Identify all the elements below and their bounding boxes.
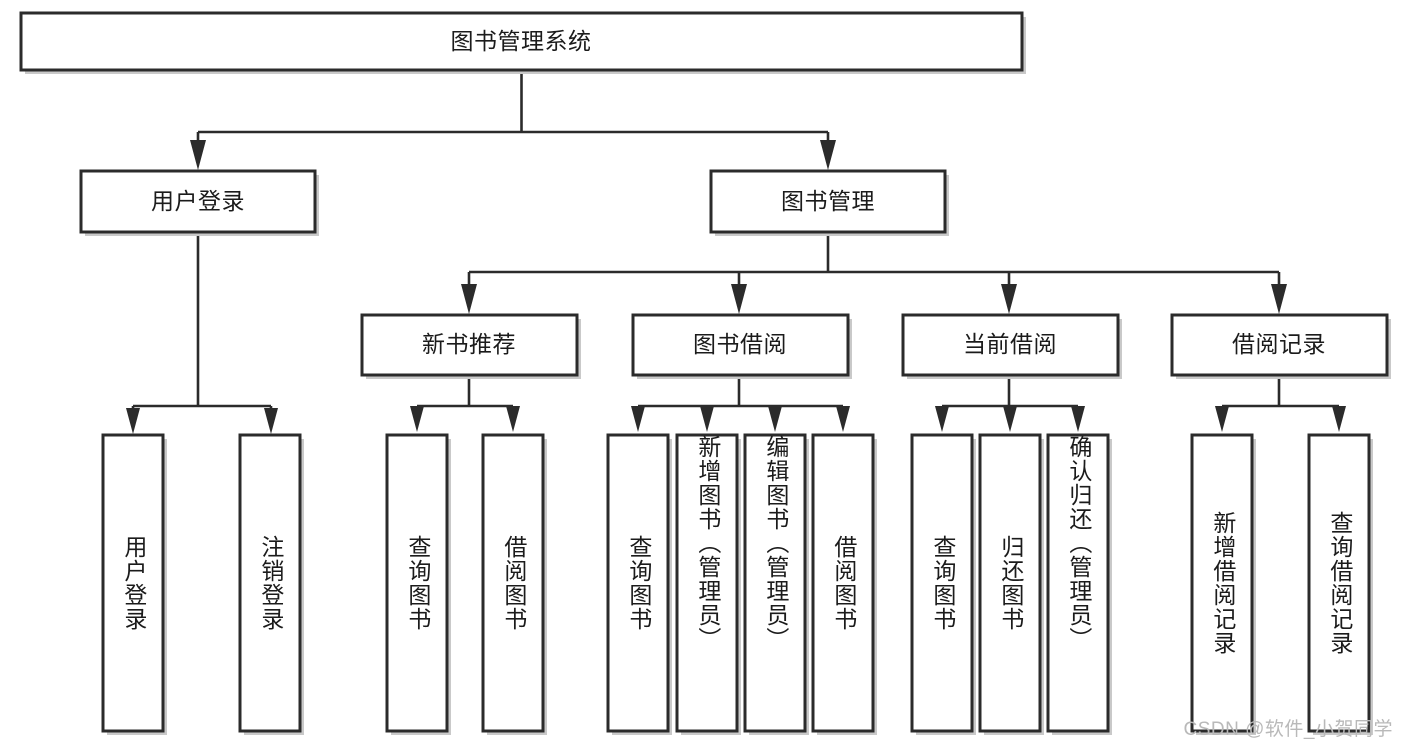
leaf-boxes-current-borrow <box>910 433 1112 735</box>
watermark-text: CSDN @软件_小贺同学 <box>1183 719 1393 740</box>
arrow-to-borrow-record <box>1271 284 1287 314</box>
node-book-management-box[interactable] <box>709 169 947 234</box>
connector-group-borrow-record <box>1215 375 1346 432</box>
node-book-borrow[interactable]: 图书借阅 <box>631 313 852 379</box>
node-book-borrow-label: 图书借阅 <box>693 331 787 357</box>
leaf-logout-box[interactable] <box>238 433 302 733</box>
node-user-login-box[interactable] <box>79 169 317 234</box>
node-root-label: 图书管理系统 <box>451 28 592 54</box>
leaf-bb-query-box[interactable] <box>606 433 670 733</box>
leaf-cb-return-box[interactable] <box>978 433 1042 733</box>
leaf-boxes-borrow-record <box>1190 433 1373 735</box>
node-root-box[interactable] <box>19 11 1024 72</box>
leaf-user-login-box[interactable] <box>101 433 165 733</box>
arrow-nb-leaf-1 <box>410 406 424 432</box>
node-root[interactable]: 图书管理系统 <box>19 11 1026 74</box>
arrow-cb-leaf-1 <box>935 406 949 432</box>
leaf-bb-borrow-box[interactable] <box>811 433 875 733</box>
arrow-bb-leaf-3 <box>768 406 782 432</box>
leaf-nb-borrow-box[interactable] <box>481 433 545 733</box>
arrow-nb-leaf-2 <box>506 406 520 432</box>
node-book-borrow-box[interactable] <box>631 313 850 377</box>
arrow-cb-leaf-3 <box>1071 406 1085 432</box>
arrow-br-leaf-2 <box>1332 406 1346 432</box>
leaf-bb-add-box[interactable] <box>675 433 739 733</box>
connector-group-user-login <box>126 232 278 434</box>
connector-group-root <box>190 70 836 170</box>
arrow-bb-leaf-4 <box>836 406 850 432</box>
connector-group-new-book <box>410 375 520 432</box>
node-current-borrow-box[interactable] <box>901 313 1120 377</box>
leaf-br-query-box[interactable] <box>1307 433 1371 733</box>
node-book-management[interactable]: 图书管理 <box>709 169 949 236</box>
connector-group-book-manage <box>461 232 1287 314</box>
arrow-to-user-login <box>190 140 206 170</box>
leaf-cb-query-box[interactable] <box>910 433 974 733</box>
leaf-boxes-new-book-recommend <box>385 433 547 735</box>
arrow-br-leaf-1 <box>1215 406 1229 432</box>
arrow-to-book-manage <box>820 140 836 170</box>
leaf-boxes-user-login <box>101 433 304 735</box>
node-current-borrow-label: 当前借阅 <box>963 331 1057 357</box>
connector-group-book-borrow <box>631 375 850 432</box>
arrow-to-book-borrow <box>731 284 747 314</box>
leaf-cb-confirm-box[interactable] <box>1046 433 1110 733</box>
node-new-book-recommend-label: 新书推荐 <box>422 331 516 357</box>
arrow-to-leaf-user-login <box>126 408 140 434</box>
leaf-bb-edit-box[interactable] <box>743 433 807 733</box>
arrow-bb-leaf-1 <box>631 406 645 432</box>
leaf-boxes-book-borrow <box>606 433 877 735</box>
node-borrow-record[interactable]: 借阅记录 <box>1170 313 1391 379</box>
arrow-to-current-borrow <box>1001 284 1017 314</box>
connector-group-current-borrow <box>935 375 1085 432</box>
arrow-to-new-book <box>461 284 477 314</box>
node-book-management-label: 图书管理 <box>781 188 875 214</box>
arrow-bb-leaf-2 <box>700 406 714 432</box>
arrow-cb-leaf-2 <box>1003 406 1017 432</box>
node-new-book-recommend[interactable]: 新书推荐 <box>360 313 581 379</box>
node-new-book-recommend-box[interactable] <box>360 313 579 377</box>
node-user-login[interactable]: 用户登录 <box>79 169 319 236</box>
node-borrow-record-box[interactable] <box>1170 313 1389 377</box>
leaf-br-add-box[interactable] <box>1190 433 1254 733</box>
node-borrow-record-label: 借阅记录 <box>1232 331 1326 357</box>
node-user-login-label: 用户登录 <box>151 188 245 214</box>
arrow-to-leaf-logout <box>264 408 278 434</box>
leaf-nb-query-box[interactable] <box>385 433 449 733</box>
node-current-borrow[interactable]: 当前借阅 <box>901 313 1122 379</box>
